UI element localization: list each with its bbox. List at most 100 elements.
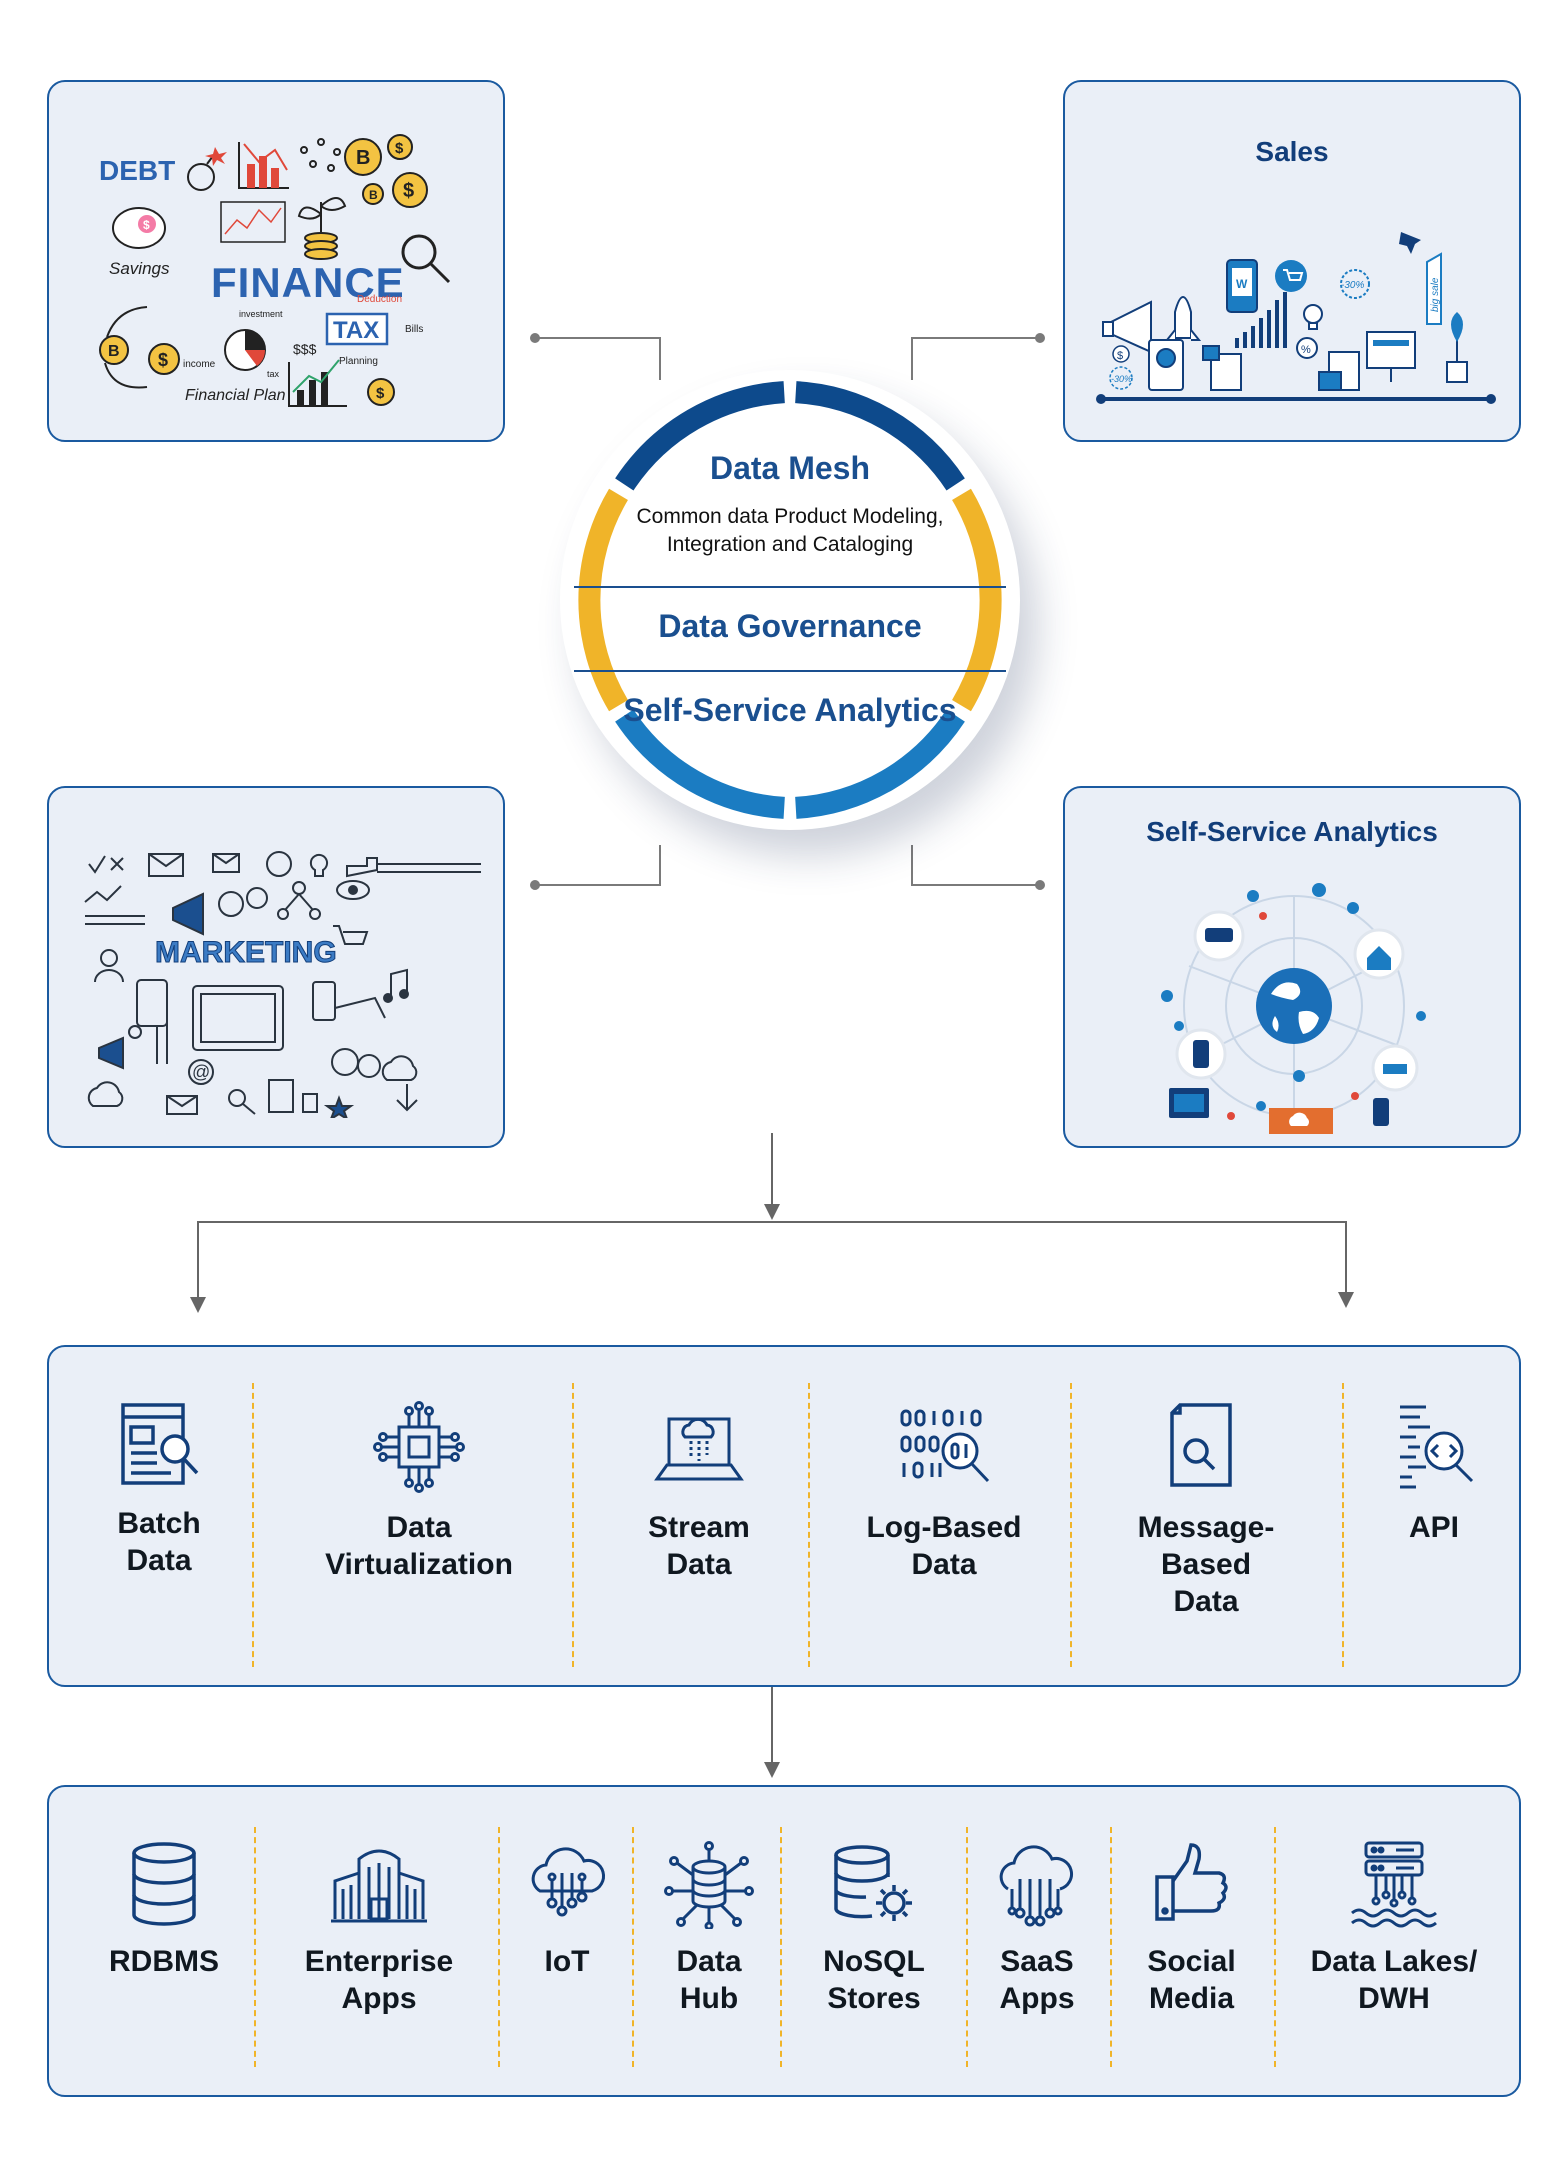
ingestion-api: API (1369, 1399, 1499, 1546)
cloud-network-icon (999, 1845, 1073, 1927)
svg-text:B: B (108, 343, 120, 360)
marketing-illustration: @ MARKETING (84, 851, 481, 1118)
home-node (1353, 928, 1405, 980)
hand-icon (156, 1018, 168, 1064)
investment-word: investment (239, 309, 283, 319)
ingestion-stream-data: Stream Data (614, 1399, 784, 1583)
separator (252, 1383, 254, 1667)
flow-arrow-down (190, 1133, 1354, 1778)
bitcoin-coin-icon: B (344, 138, 382, 176)
network-globe-illustration (1161, 883, 1426, 1134)
bar-chart-icon (238, 142, 289, 189)
hub-connector-bottom-right (911, 845, 1040, 886)
ring-segment-bottom-right (795, 709, 965, 819)
separator (966, 1827, 968, 2067)
database-icon (132, 1842, 196, 1926)
separator (780, 1827, 782, 2067)
marketing-panel: @ MARKETING (47, 786, 505, 1148)
tile-label: Batch Data (117, 1507, 201, 1577)
data-mesh-hub: Data Mesh Common data Product Modeling, … (530, 340, 1050, 860)
cloud-icon (87, 1081, 124, 1107)
check-mark-icon (88, 855, 106, 874)
magnifier-icon (228, 1089, 246, 1107)
financial-plan-word: Financial Plan (185, 387, 286, 404)
ring-segment-top-right (795, 381, 965, 491)
bomb-icon (187, 147, 227, 191)
hub-connector-top-left (535, 337, 661, 380)
finance-panel: DEBT B $ $ (47, 80, 505, 442)
settings-icon (128, 1025, 142, 1039)
hub-subtitle-line1: Common data Product Modeling, (636, 505, 944, 528)
document-search-icon (121, 1403, 199, 1485)
hand-icon (85, 915, 145, 925)
speech-bubble-icon (331, 1048, 359, 1076)
tile-label: RDBMS (109, 1945, 219, 1978)
dollar-coin-icon: $ (148, 343, 180, 375)
separator (1110, 1827, 1112, 2067)
smartphone-icon (312, 981, 336, 1021)
separator (632, 1827, 634, 2067)
hub-divider (574, 670, 1006, 672)
svg-text:$: $ (376, 385, 385, 402)
separator (1342, 1383, 1344, 1667)
tile-label: NoSQL Stores (823, 1945, 925, 2015)
star-icon (323, 1095, 355, 1118)
svg-text:B: B (356, 147, 370, 169)
self-service-panel: Self-Service Analytics (1063, 786, 1521, 1148)
savings-word: Savings (109, 259, 170, 278)
bitcoin-coin-icon: B (99, 335, 129, 365)
tile-label: Social Media (1147, 1945, 1236, 2015)
piggy-bank-icon: $ (112, 207, 166, 249)
monitor-icon (192, 985, 284, 1051)
cart-bubble-icon (1275, 260, 1307, 292)
envelope-icon (148, 853, 184, 877)
globe-icon (1256, 968, 1332, 1044)
income-word: income (183, 359, 216, 370)
eye-icon (336, 880, 370, 900)
file-search-icon (1170, 1403, 1232, 1487)
cloud-circuit-icon (531, 1847, 605, 1917)
hub-divider (574, 586, 1006, 588)
at-sign-icon (188, 1059, 214, 1085)
tile-label: IoT (544, 1945, 590, 1978)
svg-text:$: $ (403, 180, 414, 202)
megaphone-icon (1102, 300, 1152, 354)
thumbs-up-icon (1154, 1843, 1228, 1921)
separator (808, 1383, 810, 1667)
self-service-title: Self-Service Analytics (1146, 816, 1438, 847)
sales-illustration: W -30% big sale (1096, 232, 1496, 404)
svg-text:W: W (1236, 277, 1248, 291)
sales-title: Sales (1255, 136, 1329, 167)
ring-segment-top-left (615, 381, 785, 491)
ingestion-log-based-data: Log-Based Data (839, 1399, 1049, 1583)
tax-word: TAX (333, 317, 379, 344)
clipboard-icon (268, 1079, 294, 1113)
camera-node (1193, 910, 1245, 962)
trend-line (84, 885, 122, 903)
airplane-icon (1399, 232, 1421, 254)
ingestion-batch-data: Batch Data (89, 1399, 229, 1579)
bills-word: Bills (405, 324, 423, 335)
phone-icon (1373, 1098, 1389, 1126)
source-enterprise-apps: Enterprise Apps (284, 1839, 474, 2017)
percent-icon: % (1296, 337, 1318, 359)
ingestion-message-based-data: Message- Based Data (1111, 1399, 1301, 1620)
connector-dot (530, 333, 540, 343)
tablet-icon (1169, 1088, 1209, 1118)
separator (1274, 1827, 1276, 2067)
plant-icon (1446, 312, 1468, 383)
growth-chart-icon (288, 359, 347, 407)
pie-chart-icon (224, 329, 266, 371)
source-data-hub: Data Hub (654, 1839, 764, 2017)
source-saas-apps: SaaS Apps (981, 1839, 1093, 2017)
svg-text:B: B (369, 188, 378, 202)
monitor-icon (1366, 331, 1416, 382)
source-rdbms: RDBMS (94, 1839, 234, 1980)
separator (254, 1827, 256, 2067)
store-icon (1318, 351, 1360, 391)
svg-text:$: $ (1117, 350, 1123, 362)
register-icon (1202, 345, 1242, 391)
svg-text:$: $ (158, 350, 168, 370)
cross-mark-icon (110, 857, 124, 871)
